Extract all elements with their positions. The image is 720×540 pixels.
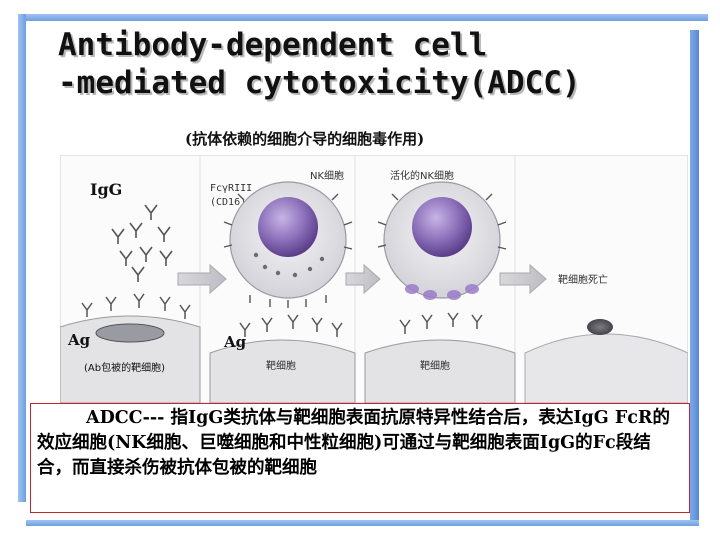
- fc-receptor-label-1: FcγRIII: [210, 183, 252, 194]
- nk-cell-label: NK细胞: [310, 169, 344, 182]
- caption-box: ADCC--- 指IgG类抗体与靶细胞表面抗原特异性结合后，表达IgG FcR的…: [30, 403, 690, 513]
- activated-nk-nucleus: [412, 197, 472, 257]
- target-cell-label-2: 靶细胞: [420, 359, 450, 372]
- caption-text: ADCC--- 指IgG类抗体与靶细胞表面抗原特异性结合后，表达IgG FcR的…: [37, 406, 685, 481]
- ab-coated-target-label: (Ab包被的靶细胞): [84, 361, 165, 374]
- target-cell-nucleus-left: [96, 324, 164, 342]
- frame-top-bar: [18, 14, 708, 21]
- ag-label-mid: Ag: [223, 333, 247, 351]
- title-line-2: -mediated cytotoxicity(ADCC): [58, 65, 581, 101]
- frame-left-bar: [18, 14, 26, 502]
- target-death-label: 靶细胞死亡: [558, 273, 608, 286]
- frame-right-bar: [690, 30, 699, 526]
- target-cell-label-1: 靶细胞: [266, 359, 296, 372]
- adcc-diagram: IgG Ag (Ab包被的靶细胞) FcγR: [60, 155, 688, 403]
- ag-label-left: Ag: [67, 331, 91, 349]
- igg-label: IgG: [90, 180, 122, 199]
- condensed-nucleus: [587, 319, 613, 335]
- slide-title: Antibody-dependent cell -mediated cytoto…: [58, 26, 678, 102]
- activated-nk-label: 活化的NK细胞: [390, 169, 454, 182]
- title-line-1: Antibody-dependent cell: [58, 27, 487, 63]
- nk-cell-nucleus: [258, 197, 318, 257]
- slide-subtitle: (抗体依赖的细胞介导的细胞毒作用): [185, 128, 424, 149]
- frame-bottom-bar: [26, 520, 699, 526]
